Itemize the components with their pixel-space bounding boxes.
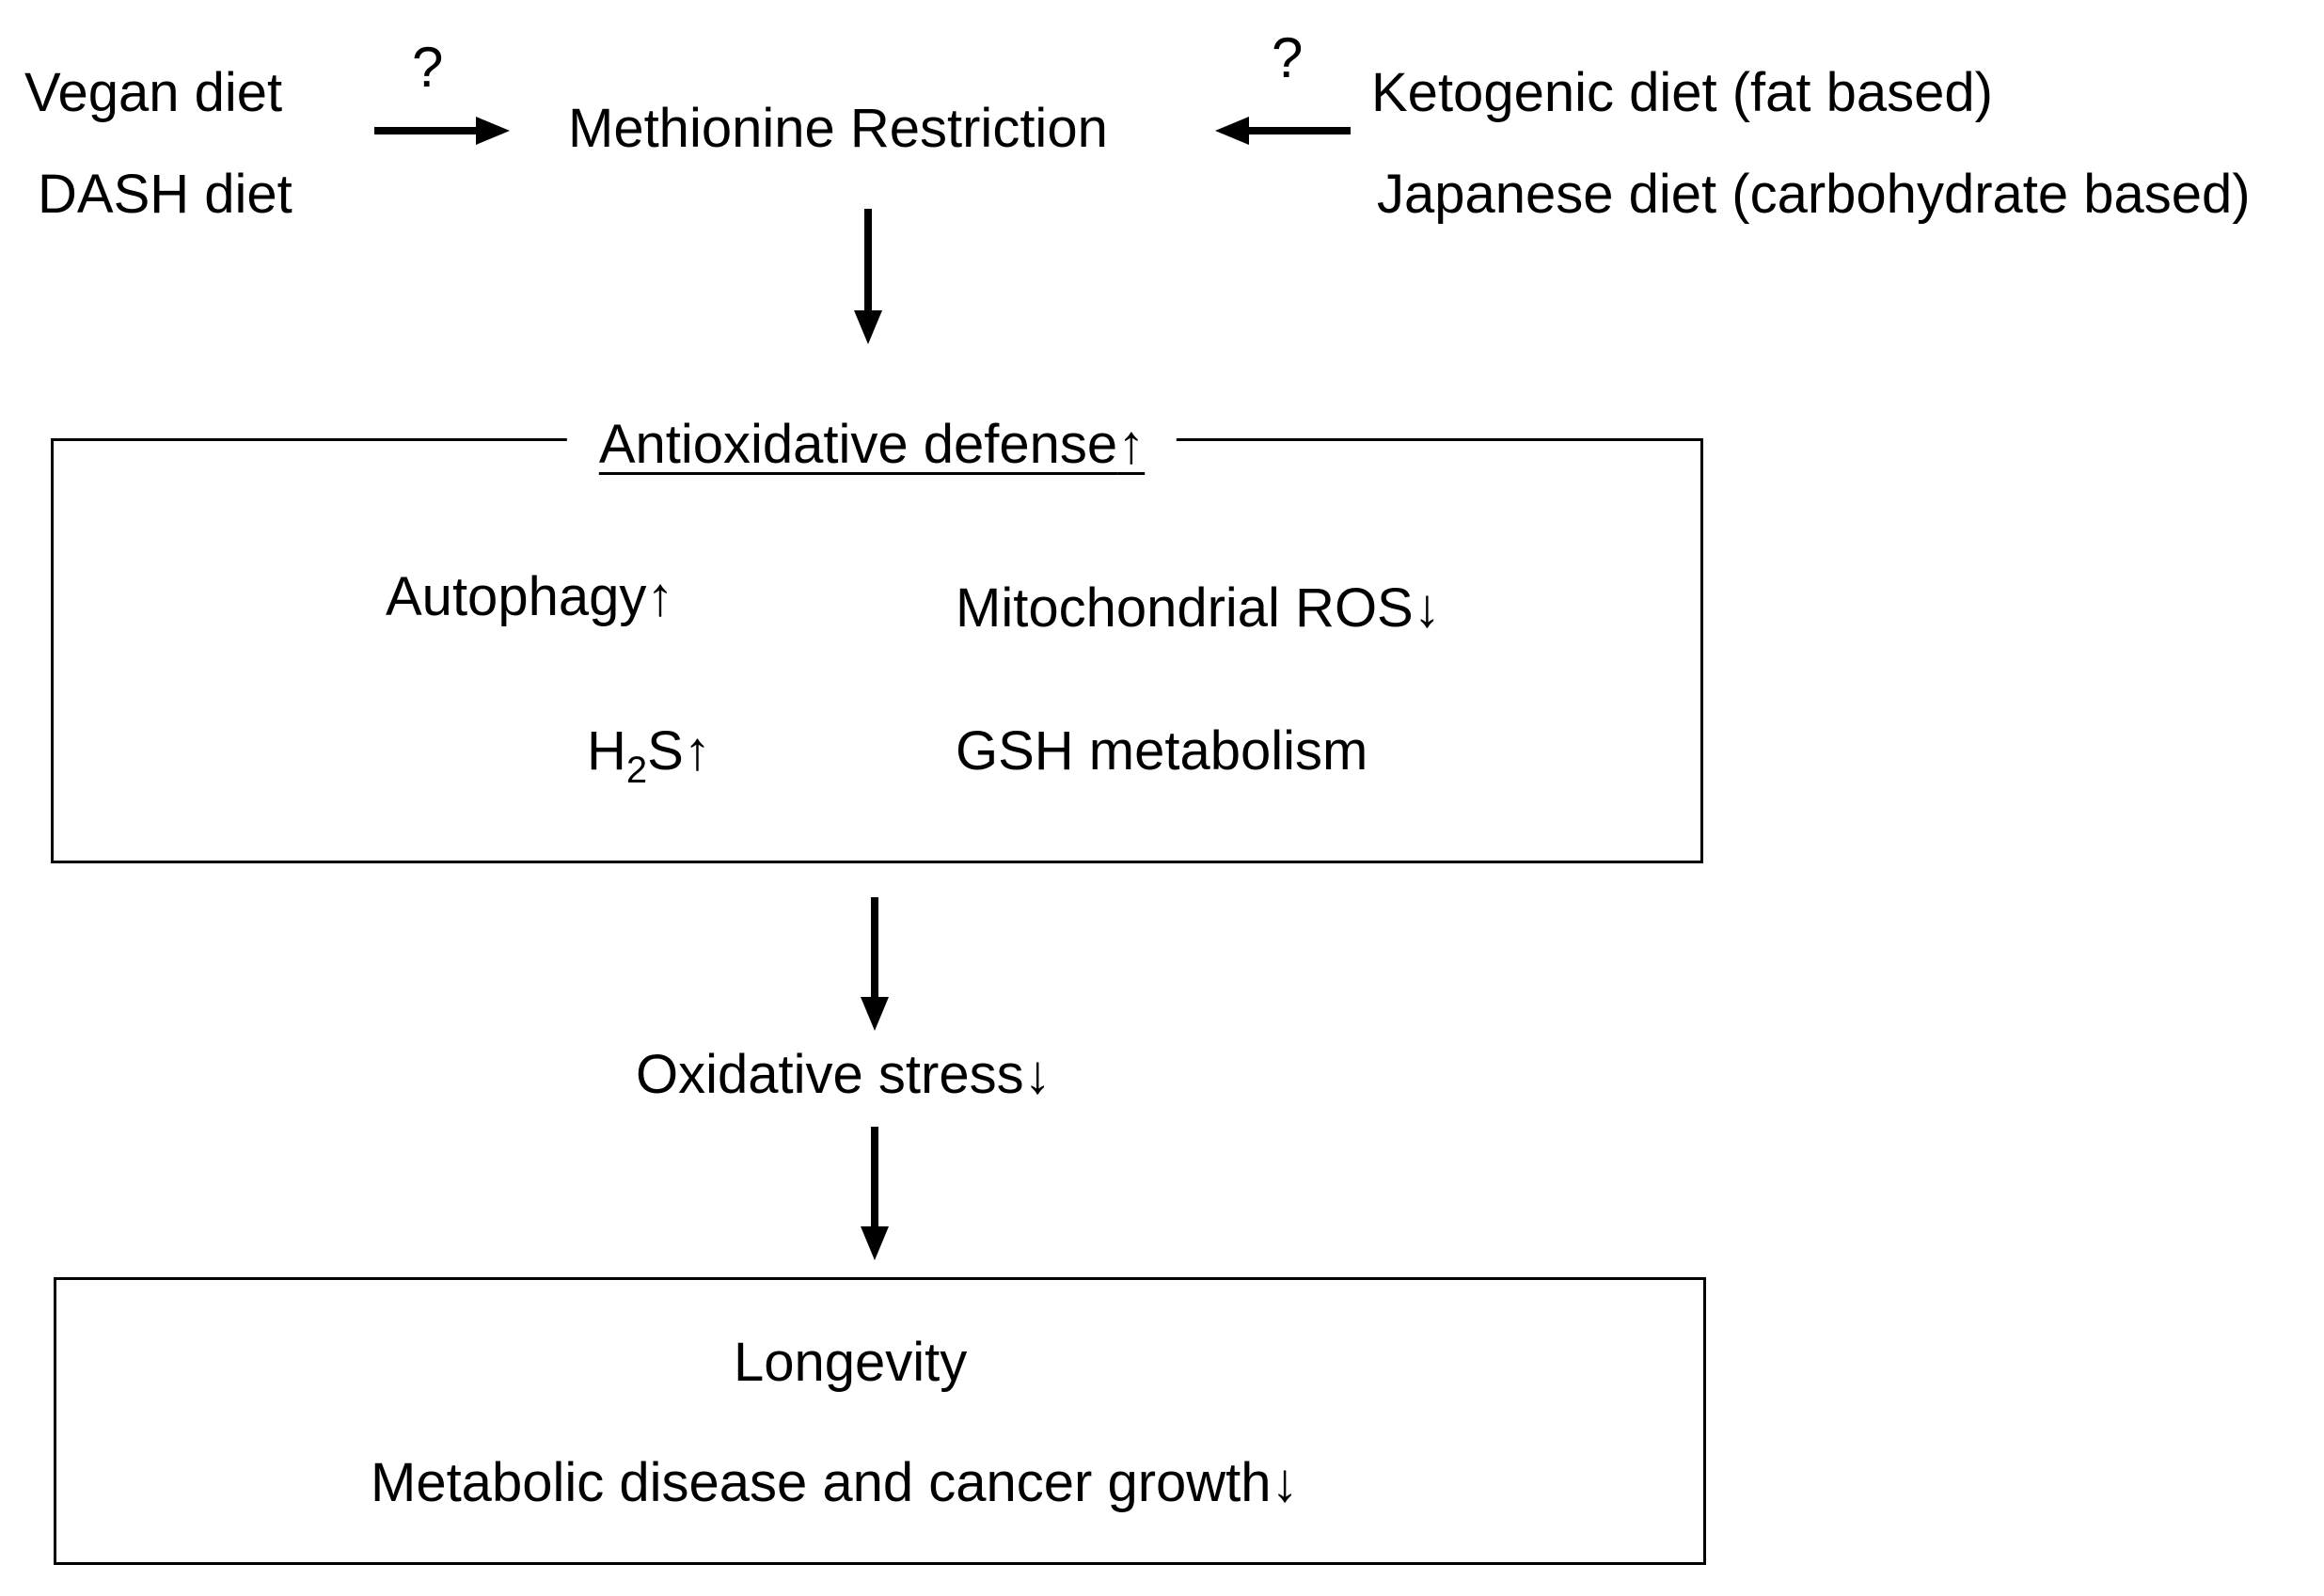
metabolic-disease-label: Metabolic disease and cancer growth [371,1452,1272,1513]
down-arrow-icon: ↓ [1023,1044,1051,1105]
down-arrow-icon: ↓ [1271,1452,1299,1513]
up-arrow-icon: ↑ [683,720,711,782]
gsh-metabolism-label: GSH metabolism [956,720,1368,782]
arrow-right-to-center [1215,117,1351,145]
arrow-antioxidative-to-oxidative-stress [861,897,889,1031]
arrow-oxidative-stress-to-outcomes [861,1127,889,1260]
autophagy-label: Autophagy [386,566,647,627]
up-arrow-icon: ↑ [646,566,674,627]
arrow-left-to-center [374,117,510,145]
antioxidative-defense-box [51,438,1703,863]
h2s-h: H [587,720,626,782]
left-question-mark: ? [412,36,444,99]
ketogenic-diet-label: Ketogenic diet (fat based) [1371,62,1993,123]
japanese-diet-label: Japanese diet (carbohydrate based) [1377,164,2251,225]
h2s-s: S [647,720,684,782]
antioxidative-title-text: Antioxidative defense [598,414,1118,475]
h2s-item: H2S↑ [587,724,711,791]
oxidative-stress-label: Oxidative stress [636,1044,1024,1105]
arrow-center-to-antioxidative [854,209,882,344]
methionine-restriction-label: Methionine Restriction [568,98,1108,159]
outcomes-box [54,1277,1706,1565]
longevity-label: Longevity [734,1332,968,1393]
dash-diet-label: DASH diet [38,164,292,225]
oxidative-stress-item: Oxidative stress↓ [636,1048,1051,1102]
right-question-mark: ? [1272,26,1304,89]
metabolic-disease-item: Metabolic disease and cancer growth↓ [371,1456,1299,1510]
mitochondrial-ros-item: Mitochondrial ROS↓ [956,581,1441,636]
autophagy-item: Autophagy↑ [386,570,673,624]
h2s-subscript: 2 [625,750,648,791]
up-arrow-icon: ↑ [1117,414,1146,475]
antioxidative-defense-title: Antioxidative defense↑ [566,418,1178,472]
down-arrow-icon: ↓ [1413,577,1441,639]
mitochondrial-ros-label: Mitochondrial ROS [956,577,1414,639]
vegan-diet-label: Vegan diet [24,62,283,123]
